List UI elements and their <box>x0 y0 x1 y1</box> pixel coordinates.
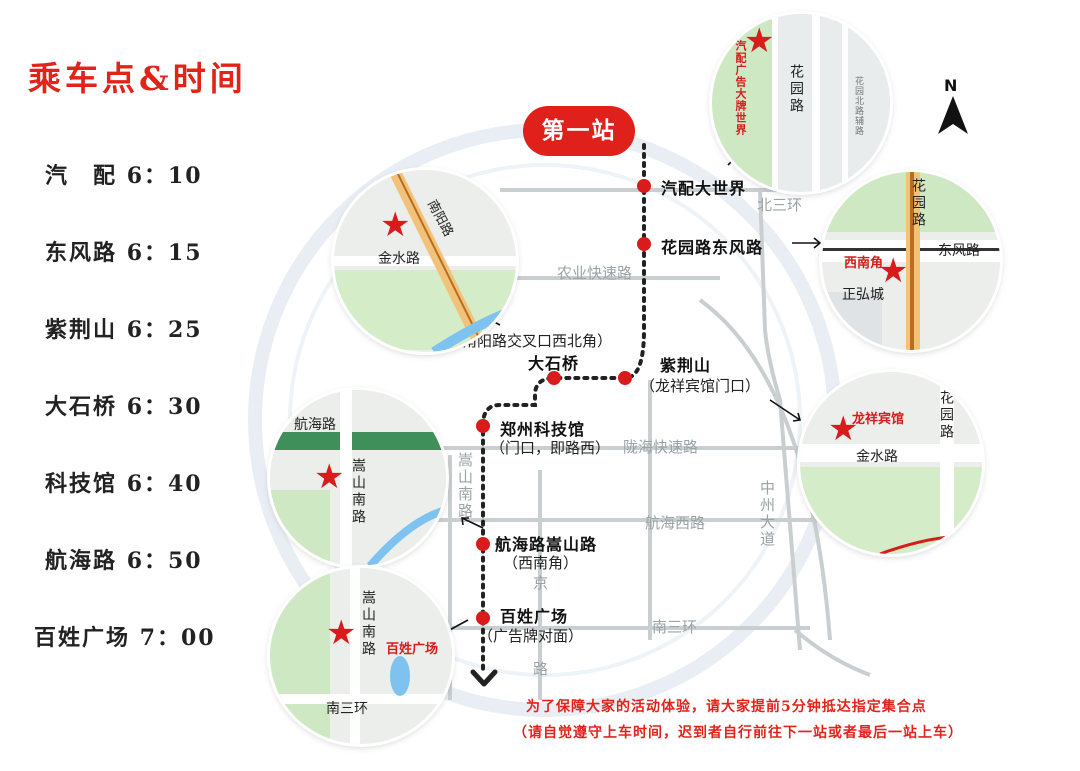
stop-note-baixing: （广告牌对面） <box>478 627 584 645</box>
road-label-jing: 京 <box>533 574 549 592</box>
star-marker-icon: ★ <box>326 613 357 653</box>
inset-map-qipei[interactable]: ★ 汽配广告大牌世界 花园路 花园北路辅路 <box>712 14 890 192</box>
stop-name-hanghai: 航海路嵩山路 <box>495 535 598 554</box>
inset-baixing-road-v: 嵩山南路 <box>360 590 376 658</box>
stop-note-zijingshan: （龙祥宾馆门口） <box>640 377 761 395</box>
schedule-item-2: 紫荆山 6：25 <box>45 317 203 343</box>
stop-name-baixing: 百姓广场 <box>500 607 569 626</box>
inset-dongfeng-road-v: 花园路 <box>910 178 926 229</box>
stop-name-dashiqiao: 大石桥 <box>528 354 580 373</box>
star-marker-icon: ★ <box>380 205 411 245</box>
road-label-zhongzhou: 中州大道 <box>758 480 776 548</box>
stop-marker-dashiqiao[interactable] <box>547 371 561 385</box>
schedule-item-0: 汽 配 6：10 <box>45 163 203 189</box>
route-path <box>481 143 646 672</box>
schedule-item-3: 大石桥 6：30 <box>45 394 203 420</box>
road-zhongzhou <box>698 298 832 641</box>
schedule-item-1: 东风路 6：15 <box>45 240 203 266</box>
star-marker-icon: ★ <box>878 251 909 291</box>
inset-map-dongfeng[interactable]: 西南角 ★ 东风路 花园路 正弘城 <box>822 172 1000 350</box>
inset-map-baixing-graphic <box>270 568 452 744</box>
inset-dongfeng-corner: 西南角 <box>844 256 884 271</box>
inset-baixing-poi: 百姓广场 <box>386 642 439 657</box>
inset-jinshui-road-h: 金水路 <box>378 251 420 267</box>
road-label-longhai: 陇海快速路 <box>623 438 699 456</box>
inset-map-longxiang-graphic <box>800 372 982 554</box>
inset-map-dongfeng-graphic <box>822 172 1000 350</box>
star-marker-icon: ★ <box>828 409 859 449</box>
inset-map-jinshui[interactable]: ★ 金水路 南阳路 <box>334 170 516 352</box>
stop-marker-zijingshan[interactable] <box>618 371 632 385</box>
inset-map-jinshui-graphic <box>334 170 516 352</box>
inset-longxiang-poi: 龙祥宾馆 <box>852 412 905 427</box>
road-east-curve <box>758 189 802 651</box>
north-arrow-shape <box>938 96 968 134</box>
first-stop-badge: 第一站 <box>523 106 635 156</box>
inset-map-longxiang[interactable]: ★ 龙祥宾馆 金水路 花园路 <box>800 372 982 554</box>
road-sw-curve <box>793 628 871 677</box>
road-label-south-ring: 南三环 <box>652 618 698 636</box>
inset-qipei-road2: 花园北路辅路 <box>853 76 863 136</box>
road-label-songshan: 嵩山南路 <box>456 452 474 520</box>
arrow-kejiguan <box>461 517 484 529</box>
inset-qipei-road: 花园路 <box>788 64 804 115</box>
inset-kejiguan-road-h: 航海路 <box>294 417 336 433</box>
stop-marker-baixing[interactable] <box>476 611 490 625</box>
stop-note-kejiguan: （门口，即路西） <box>490 439 611 457</box>
schedule-item-4: 科技馆 6：40 <box>45 471 203 497</box>
stop-name-kejiguan: 郑州科技馆 <box>500 420 586 439</box>
schedule-item-5: 航海路 6：50 <box>45 548 203 574</box>
inset-map-kejiguan[interactable]: 航海路 ★ 嵩山南路 <box>270 390 446 566</box>
star-marker-icon: ★ <box>314 457 345 497</box>
inset-map-qipei-graphic <box>712 14 890 192</box>
stop-marker-hanghai[interactable] <box>476 537 490 551</box>
inset-dongfeng-road-h: 东风路 <box>938 243 980 259</box>
page-title: 乘车点&时间 <box>28 59 247 98</box>
road-label-north-ring: 北三环 <box>757 196 803 214</box>
notice-line-2: （请自觉遵守上车时间，迟到者自行前往下一站或者最后一站上车） <box>513 725 963 741</box>
inset-map-baixing[interactable]: 嵩山南路 ★ 百姓广场 南三环 <box>270 568 452 744</box>
stop-name-zijingshan: 紫荆山 <box>660 356 712 375</box>
road-label-hanghai-west: 航海西路 <box>645 514 706 532</box>
inset-dongfeng-place: 正弘城 <box>842 287 884 303</box>
star-marker-icon: ★ <box>744 21 775 61</box>
stop-marker-kejiguan[interactable] <box>476 419 490 433</box>
inset-longxiang-road-h: 金水路 <box>856 449 898 465</box>
road-label-lu: 路 <box>533 660 549 678</box>
arrow-longxiang <box>769 399 801 421</box>
stop-note-hanghai: （西南角） <box>503 554 579 572</box>
inset-baixing-road-h: 南三环 <box>326 701 368 717</box>
inset-kejiguan-road-v: 嵩山南路 <box>350 458 366 526</box>
inset-longxiang-road-v: 花园路 <box>938 390 954 441</box>
notice-line-1: 为了保障大家的活动体验，请大家提前5分钟抵达指定集合点 <box>526 699 927 715</box>
road-label-nongye: 农业快速路 <box>557 264 633 282</box>
inset-map-kejiguan-graphic <box>270 390 446 566</box>
schedule-item-6: 百姓广场 7：00 <box>34 625 216 651</box>
route-end-arrow <box>470 669 498 687</box>
stop-marker-dongfeng[interactable] <box>637 237 651 251</box>
stop-marker-qipei[interactable] <box>637 179 651 193</box>
compass-north-label: N <box>944 76 958 95</box>
inset-qipei-poi: 汽配广告大牌世界 <box>734 40 747 136</box>
stop-name-dongfeng: 花园路东风路 <box>661 238 764 257</box>
